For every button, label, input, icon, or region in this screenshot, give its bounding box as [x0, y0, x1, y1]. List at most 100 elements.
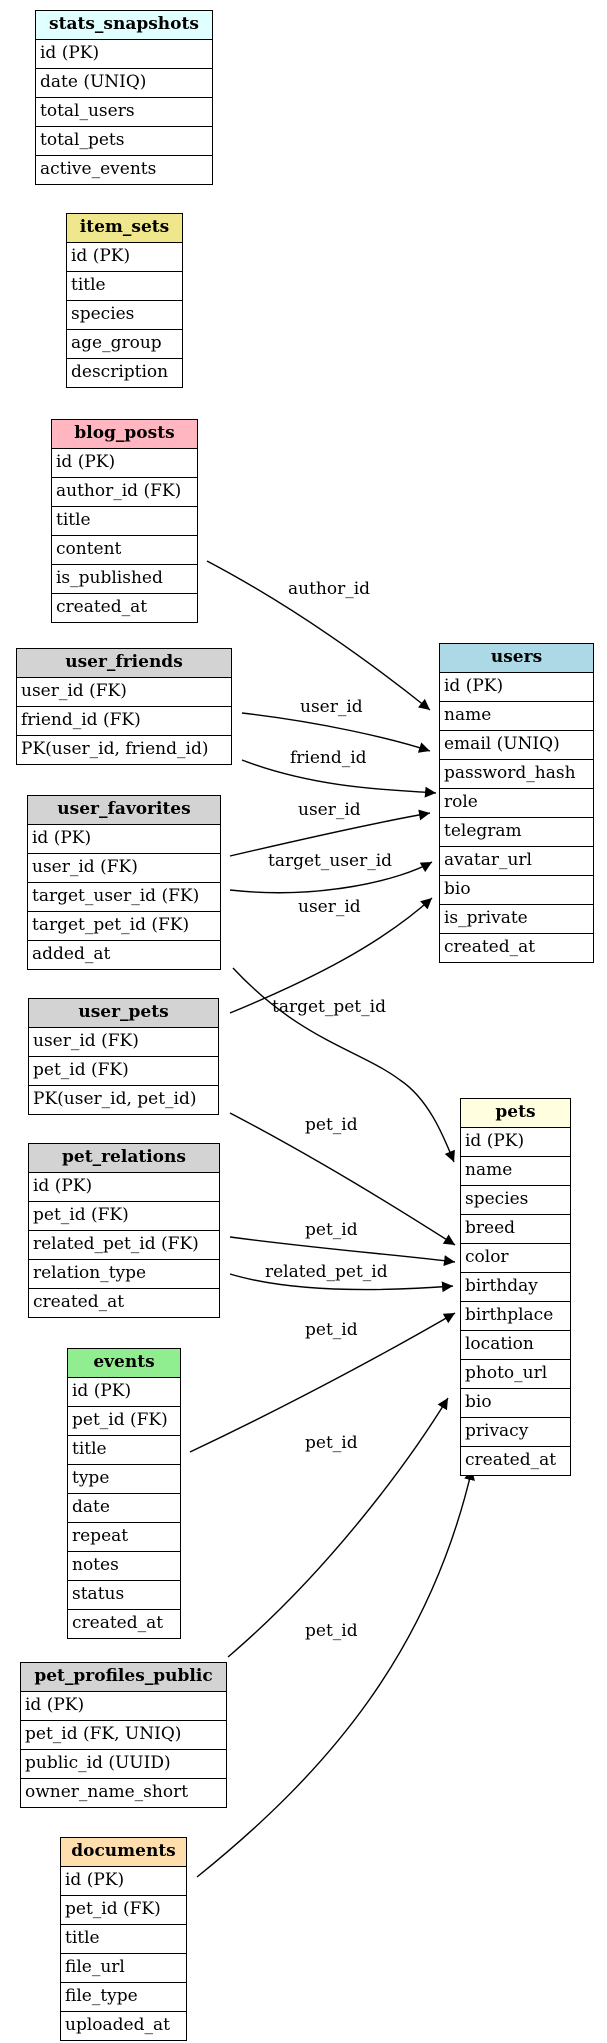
entity-field: total_pets: [36, 127, 212, 156]
entity-field: target_user_id (FK): [28, 883, 220, 912]
edge-user-friends-to-users: [241, 712, 431, 753]
entity-field: email (UNIQ): [440, 731, 593, 760]
entity-field: password_hash: [440, 760, 593, 789]
entity-field: date (UNIQ): [36, 69, 212, 98]
entity-title: documents: [61, 1838, 186, 1867]
entity-field: PK(user_id, friend_id): [21, 739, 209, 759]
entity-field: file_url: [61, 1954, 186, 1983]
entity-field: id (PK): [28, 825, 220, 854]
entity-title: stats_snapshots: [36, 11, 212, 40]
entity-field: location: [461, 1331, 570, 1360]
edge-pet-relations-to-pets: [229, 1236, 456, 1267]
entity-field: created_at: [56, 597, 148, 617]
entity-field: public_id (UUID): [21, 1750, 226, 1779]
edge-documents-to-pets: [196, 1468, 475, 1878]
entity-title: pets: [461, 1099, 570, 1128]
edge-pet-profiles-public-to-pets: [227, 1397, 449, 1658]
entity-field: user_id (FK): [28, 854, 220, 883]
entity-field: avatar_url: [440, 847, 593, 876]
entity-field: pet_id (FK): [61, 1896, 186, 1925]
entity-field: name: [461, 1157, 570, 1186]
edge-user-friends-to-users: [241, 759, 437, 798]
entity-title: events: [68, 1349, 180, 1378]
entity-field: species: [461, 1186, 570, 1215]
entity-field: target_pet_id (FK): [28, 912, 220, 941]
entity-field: title: [61, 1925, 186, 1954]
entity-field: pet_id (FK): [29, 1057, 218, 1086]
entity-field: privacy: [461, 1418, 570, 1447]
entity-field: name: [440, 702, 593, 731]
entity-field: created_at: [33, 1292, 125, 1312]
entity-field: title: [68, 1436, 180, 1465]
edge-label: related_pet_id: [265, 1262, 388, 1282]
entity-title: user_pets: [29, 999, 218, 1028]
edge-label: user_id: [298, 800, 361, 820]
entity-field: bio: [461, 1389, 570, 1418]
entity-field: is_published: [52, 565, 197, 594]
entity-field: breed: [461, 1215, 570, 1244]
entity-field: added_at: [32, 944, 111, 964]
entity-field: title: [52, 507, 197, 536]
entity-field: total_users: [36, 98, 212, 127]
edge-blog-posts-to-users: [206, 560, 431, 711]
edge-label: pet_id: [305, 1115, 358, 1135]
entity-field: PK(user_id, pet_id): [33, 1089, 197, 1109]
entity-field: birthday: [461, 1273, 570, 1302]
entity-field: id (PK): [29, 1173, 219, 1202]
edge-user-favorites-to-pets: [232, 967, 455, 1163]
entity-field: pet_id (FK): [68, 1407, 180, 1436]
entity-field: active_events: [40, 159, 157, 179]
entity-field: created_at: [444, 937, 536, 957]
entity-field: friend_id (FK): [17, 707, 231, 736]
entity-field: id (PK): [68, 1378, 180, 1407]
edge-label: pet_id: [305, 1621, 358, 1641]
entity-field: status: [68, 1581, 180, 1610]
entity-field: title: [67, 272, 182, 301]
edge-user-favorites-to-users: [229, 861, 433, 894]
entity-field: user_id (FK): [17, 678, 231, 707]
entity-field: created_at: [465, 1450, 557, 1470]
entity-field: pet_id (FK): [29, 1202, 219, 1231]
entity-field: age_group: [67, 330, 182, 359]
entity-field: user_id (FK): [29, 1028, 218, 1057]
entity-field: color: [461, 1244, 570, 1273]
edge-label: author_id: [288, 579, 370, 599]
entity-field: created_at: [72, 1613, 164, 1633]
edge-label: target_user_id: [268, 851, 392, 871]
entity-field: notes: [68, 1552, 180, 1581]
entity-field: id (PK): [67, 243, 182, 272]
entity-title: blog_posts: [52, 420, 197, 449]
edge-user-pets-to-pets: [229, 1112, 456, 1246]
edge-pet-relations-to-pets: [229, 1273, 454, 1293]
entity-field: content: [52, 536, 197, 565]
entity-field: date: [68, 1494, 180, 1523]
entity-field: id (PK): [52, 449, 197, 478]
edge-label: pet_id: [305, 1220, 358, 1240]
edge-label: pet_id: [305, 1320, 358, 1340]
entity-field: id (PK): [461, 1128, 570, 1157]
entity-title: user_favorites: [28, 796, 220, 825]
edge-label: user_id: [298, 897, 361, 917]
edge-label: target_pet_id: [272, 997, 386, 1017]
entity-field: role: [440, 789, 593, 818]
entity-field: id (PK): [61, 1867, 186, 1896]
entity-field: relation_type: [29, 1260, 219, 1289]
edge-label: friend_id: [290, 748, 367, 768]
entity-title: users: [440, 644, 593, 673]
entity-field: description: [71, 362, 169, 382]
entity-field: pet_id (FK, UNIQ): [21, 1721, 226, 1750]
entity-field: id (PK): [36, 40, 212, 69]
entity-field: telegram: [440, 818, 593, 847]
edge-label: user_id: [300, 697, 363, 717]
